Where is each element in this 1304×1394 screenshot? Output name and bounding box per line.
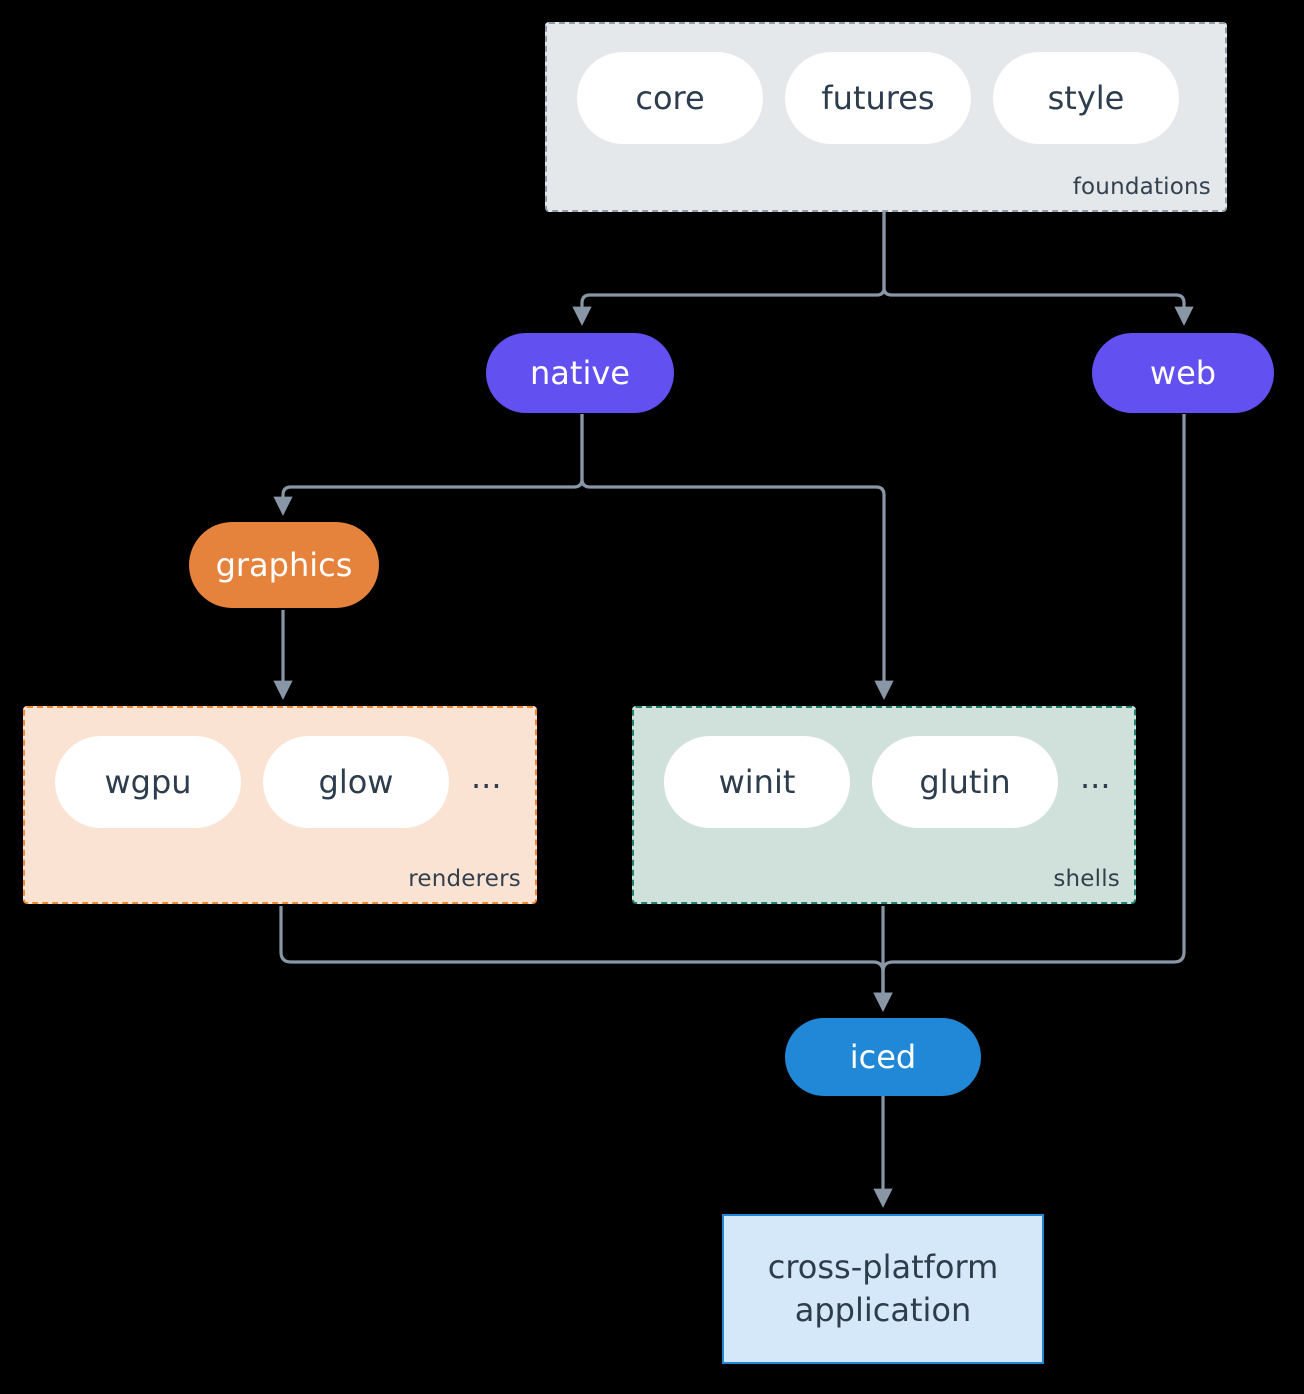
node-futures[interactable]: futures: [785, 52, 971, 144]
node-graphics[interactable]: graphics: [189, 522, 379, 608]
group-shells: winit glutin ... shells: [632, 706, 1136, 904]
group-label-foundations: foundations: [1072, 174, 1211, 200]
group-label-renderers: renderers: [408, 866, 521, 892]
group-renderers: wgpu glow ... renderers: [23, 706, 537, 904]
node-web[interactable]: web: [1092, 333, 1274, 413]
edge-foundations-web: [882, 212, 1194, 326]
renderers-overflow-ellipsis: ...: [471, 758, 502, 796]
node-iced[interactable]: iced: [785, 1018, 981, 1096]
group-foundations: core futures style foundations: [545, 22, 1227, 212]
node-cross-platform-application[interactable]: cross-platform application: [722, 1214, 1044, 1364]
application-label-line2: application: [794, 1291, 972, 1329]
edge-native-shells: [580, 414, 894, 700]
edge-foundations-native: [572, 212, 886, 326]
node-native[interactable]: native: [486, 333, 674, 413]
shells-pill-row: winit glutin ...: [634, 708, 1134, 828]
edge-renderers-iced: [279, 906, 893, 1012]
edge-native-graphics: [273, 414, 584, 516]
group-label-shells: shells: [1053, 866, 1120, 892]
node-glow[interactable]: glow: [263, 736, 449, 828]
node-style[interactable]: style: [993, 52, 1179, 144]
application-label-line1: cross-platform: [767, 1247, 999, 1286]
node-wgpu[interactable]: wgpu: [55, 736, 241, 828]
foundations-pill-row: core futures style: [547, 24, 1225, 144]
renderers-pill-row: wgpu glow ...: [25, 708, 535, 828]
node-winit[interactable]: winit: [664, 736, 850, 828]
node-core[interactable]: core: [577, 52, 763, 144]
node-glutin[interactable]: glutin: [872, 736, 1058, 828]
shells-overflow-ellipsis: ...: [1080, 758, 1111, 796]
